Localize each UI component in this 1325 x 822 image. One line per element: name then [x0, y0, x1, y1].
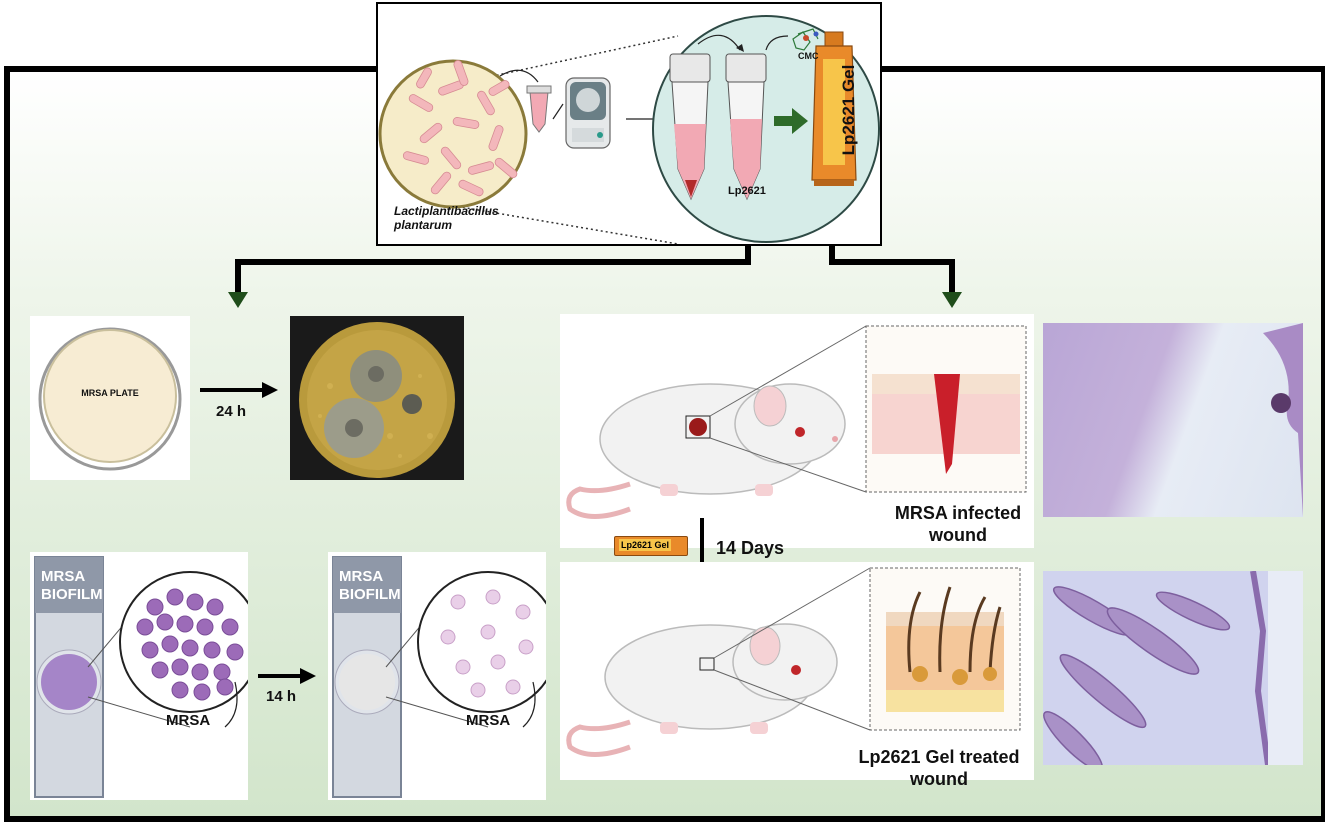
- time-14h: 14 h: [266, 688, 297, 705]
- plate-label: MRSA PLATE: [81, 388, 139, 398]
- biofilm-after-line-2: BIOFILM: [339, 586, 401, 603]
- mrsa-label-before: MRSA: [166, 712, 211, 729]
- biofilm-panel-after: [328, 552, 559, 800]
- biofilm-line-2: BIOFILM: [41, 586, 103, 603]
- days-label: 14 Days: [716, 538, 785, 558]
- cmc-label: CMC: [798, 51, 819, 61]
- species-line-2: plantarum: [394, 218, 453, 232]
- infected-histology: [1043, 323, 1303, 517]
- preparation-illustration: [378, 15, 880, 245]
- biofilm-panel-before: [30, 552, 261, 800]
- biofilm-label-after: MRSA BIOFILM: [339, 568, 401, 604]
- biofilm-label-before: MRSA BIOFILM: [41, 568, 103, 604]
- preparation-panel: [376, 2, 882, 246]
- arrow-14h: [258, 668, 316, 684]
- treated-histology: [1043, 570, 1303, 771]
- species-name: Lactiplantibacillus plantarum: [394, 204, 499, 232]
- lp2621-label: Lp2621: [728, 185, 766, 197]
- arrow-24h: [200, 382, 278, 398]
- agar-photo: [290, 316, 464, 480]
- infected-mouse-panel: [560, 314, 1034, 548]
- treated-line-2: wound: [910, 769, 968, 789]
- species-line-1: Lactiplantibacillus: [394, 204, 499, 218]
- biofilm-after-line-1: MRSA: [339, 568, 384, 585]
- gel-small-label: Lp2621 Gel: [619, 539, 672, 551]
- infected-line-2: wound: [929, 525, 987, 545]
- infected-line-1: MRSA infected: [894, 503, 1022, 523]
- treated-label: Lp2621 Gel treated wound: [836, 746, 1042, 790]
- mrsa-label-after: MRSA: [466, 712, 511, 729]
- plate-panel: [30, 316, 190, 480]
- infected-label: MRSA infected wound: [878, 502, 1038, 546]
- treated-line-1: Lp2621 Gel treated: [858, 747, 1020, 767]
- gel-tube-label: Lp2621 Gel: [839, 64, 858, 156]
- gel-tube-small: Lp2621 Gel: [614, 536, 688, 556]
- biofilm-line-1: MRSA: [41, 568, 86, 585]
- time-24h: 24 h: [216, 403, 247, 420]
- treated-mouse-panel: [560, 562, 1034, 780]
